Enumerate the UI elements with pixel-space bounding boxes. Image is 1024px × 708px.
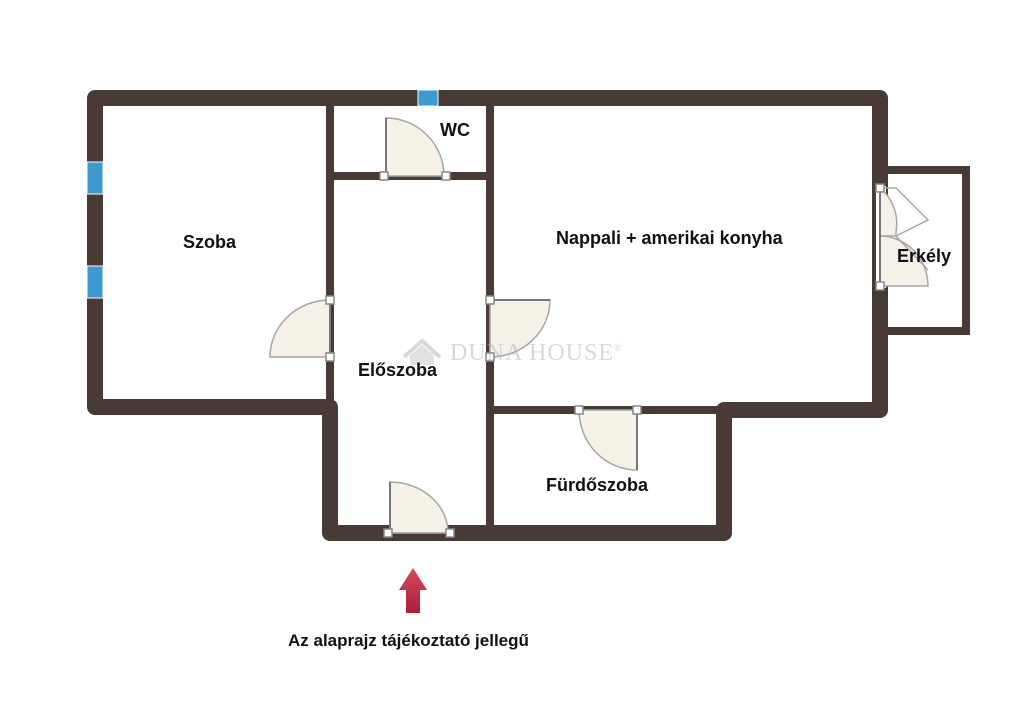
arrow-up-icon [399, 568, 427, 613]
window-szoba-2 [86, 265, 104, 299]
doors [269, 117, 930, 538]
door-furdoszoba [574, 405, 642, 471]
duna-house-logo-icon [402, 339, 442, 365]
door-szoba [269, 295, 335, 362]
door-entrance [383, 481, 455, 538]
room-label-erkely: Erkély [897, 246, 952, 266]
window-wc [417, 89, 439, 107]
room-label-wc: WC [440, 120, 470, 140]
room-label-nappali: Nappali + amerikai konyha [556, 228, 783, 248]
room-label-eloszoba: Előszoba [358, 360, 438, 380]
door-nappali [485, 295, 551, 362]
window-szoba-1 [86, 161, 104, 195]
door-wc [379, 117, 451, 181]
watermark-brand: DUNA HOUSE® [450, 339, 623, 366]
room-label-szoba: Szoba [183, 232, 237, 252]
watermark: DUNA HOUSE® [400, 333, 623, 373]
balcony-outline [880, 166, 970, 335]
door-balcony [875, 183, 930, 291]
disclaimer-note: Az alaprajz tájékoztató jellegű [288, 631, 529, 650]
windows [86, 89, 439, 299]
room-label-furdoszoba: Fürdőszoba [546, 475, 648, 495]
